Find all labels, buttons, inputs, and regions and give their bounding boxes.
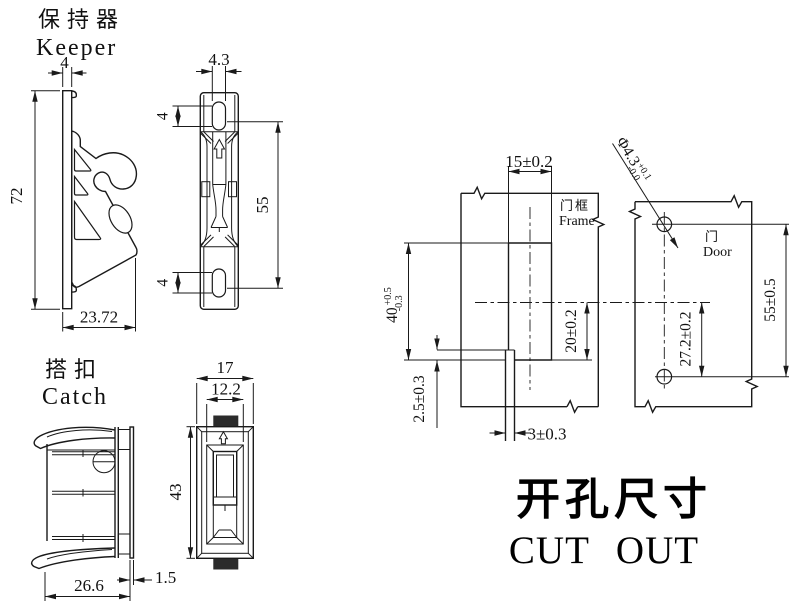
- dim-keeper-slot-width-text: 4.3: [208, 50, 229, 69]
- dim-door-center-to-hole-text: 27.2±0.2: [678, 311, 695, 366]
- keeper-front-body: [199, 91, 240, 311]
- frame-label-en: Frame: [559, 214, 595, 229]
- dim-frame-slot-height: 40+0.5-0.3: [383, 242, 509, 360]
- frame-outline: [460, 185, 606, 414]
- catch-bottom-tab: [213, 558, 239, 570]
- keeper-label-en: Keeper: [36, 35, 117, 61]
- keeper-plate-outline: [62, 90, 73, 310]
- dim-keeper-thickness: 4: [48, 53, 87, 87]
- dim-catch-inner-width-text: 12.2: [211, 380, 241, 399]
- catch-label-en: Catch: [42, 384, 108, 410]
- catch-top-tab: [213, 415, 239, 427]
- hole-dia-leader: [612, 143, 679, 249]
- keeper-section-labels: 保持器 Keeper: [36, 7, 125, 61]
- keeper-slot-top: [211, 101, 227, 131]
- dim-door-hole-dia-text: Φ4.3+0.1-0.0: [609, 134, 653, 187]
- dim-catch-flange-text: 1.5: [155, 568, 176, 587]
- dim-frame-center-to-bottom-text: 20±0.2: [563, 309, 580, 352]
- up-arrow-mark: [213, 138, 226, 159]
- dim-catch-width-text: 26.6: [74, 576, 104, 595]
- dim-keeper-thickness-text: 4: [60, 53, 69, 72]
- keeper-hole-triangle-1: [73, 147, 92, 172]
- dim-frame-tab-slot: 3±0.3: [489, 425, 567, 444]
- dim-frame-step-text: 2.5±0.3: [411, 375, 428, 423]
- cutout-title: 开孔尺寸 CUT OUT: [509, 475, 712, 572]
- dim-door-hole-span: 55±0.5: [762, 224, 789, 377]
- dim-keeper-span-text: 55: [253, 197, 272, 214]
- dim-frame-tab-slot-text: 3±0.3: [527, 425, 566, 444]
- keeper-hole-triangle-3: [73, 199, 102, 241]
- catch-front-view: 17 12.2 43: [166, 358, 254, 570]
- catch-side-view: 26.6 1.5: [30, 426, 176, 601]
- dim-keeper-slot-top-text: 4: [155, 112, 172, 120]
- cutout-door-view: Φ4.3+0.1-0.0 门 Door 55±0.5 27.2±0.2: [609, 134, 789, 414]
- dim-keeper-slot-bottom-text: 4: [155, 279, 172, 287]
- cutout-title-en: CUT OUT: [509, 529, 699, 572]
- door-label-cn: 门: [705, 229, 720, 244]
- dim-catch-inner-width: 12.2: [206, 380, 244, 442]
- dim-frame-slot-width: 15±0.2: [505, 152, 553, 243]
- dim-keeper-span: 55: [227, 121, 283, 289]
- keeper-front-view: 4.3 4 4 55: [155, 50, 283, 311]
- keeper-plunger: [210, 131, 229, 232]
- keeper-slot-bottom: [211, 268, 227, 298]
- dim-frame-step: 2.5±0.3: [411, 335, 440, 428]
- catch-front-body: [195, 426, 254, 560]
- dim-keeper-slot-top: 4: [155, 105, 212, 127]
- dim-catch-width: 26.6: [44, 562, 131, 601]
- dim-catch-flange: 1.5: [117, 560, 176, 587]
- dim-keeper-height: 72: [7, 90, 60, 310]
- dim-door-hole-span-text: 55±0.5: [762, 278, 779, 322]
- dim-catch-front-width: 17: [196, 358, 254, 424]
- catch-section-labels: 搭扣 Catch: [42, 357, 108, 410]
- dim-frame-slot-width-text: 15±0.2: [505, 152, 553, 171]
- catch-label-cn: 搭扣: [45, 357, 103, 382]
- dim-keeper-depth: 23.72: [62, 258, 136, 332]
- catch-bottom-arm: [30, 547, 116, 570]
- dim-catch-height: 43: [166, 426, 195, 559]
- frame-label-cn: 门框: [560, 198, 590, 213]
- cutout-frame-view: 门框 Frame 15±0.2 40+0.5-0.3 2.5±0.3 20±0.…: [383, 152, 710, 444]
- dim-keeper-slot-width: 4.3: [196, 50, 242, 101]
- dim-catch-height-text: 43: [166, 484, 185, 501]
- dim-keeper-height-text: 72: [7, 188, 26, 205]
- dim-frame-center-to-bottom: 20±0.2: [563, 302, 590, 360]
- keeper-hole-triangle-2: [73, 174, 89, 196]
- catch-flange: [129, 426, 135, 559]
- door-label-en: Door: [703, 245, 732, 260]
- keeper-label-cn: 保持器: [38, 7, 125, 32]
- catch-top-arm: [33, 426, 116, 450]
- dim-keeper-depth-text: 23.72: [80, 308, 118, 327]
- door-outline: [627, 194, 759, 414]
- screw-head: [92, 450, 116, 474]
- keeper-hook-profile: [71, 130, 138, 288]
- dim-door-center-to-hole: 27.2±0.2: [678, 302, 705, 377]
- keeper-hook-slot-hole: [108, 204, 133, 234]
- cutout-title-cn: 开孔尺寸: [516, 475, 712, 524]
- dim-frame-slot-height-text: 40+0.5-0.3: [383, 287, 405, 323]
- dim-catch-front-width-text: 17: [217, 358, 235, 377]
- keeper-side-view: 4 72 23.72: [7, 53, 138, 332]
- up-arrow-mark: [218, 430, 229, 445]
- dim-keeper-slot-bottom: 4: [155, 272, 212, 294]
